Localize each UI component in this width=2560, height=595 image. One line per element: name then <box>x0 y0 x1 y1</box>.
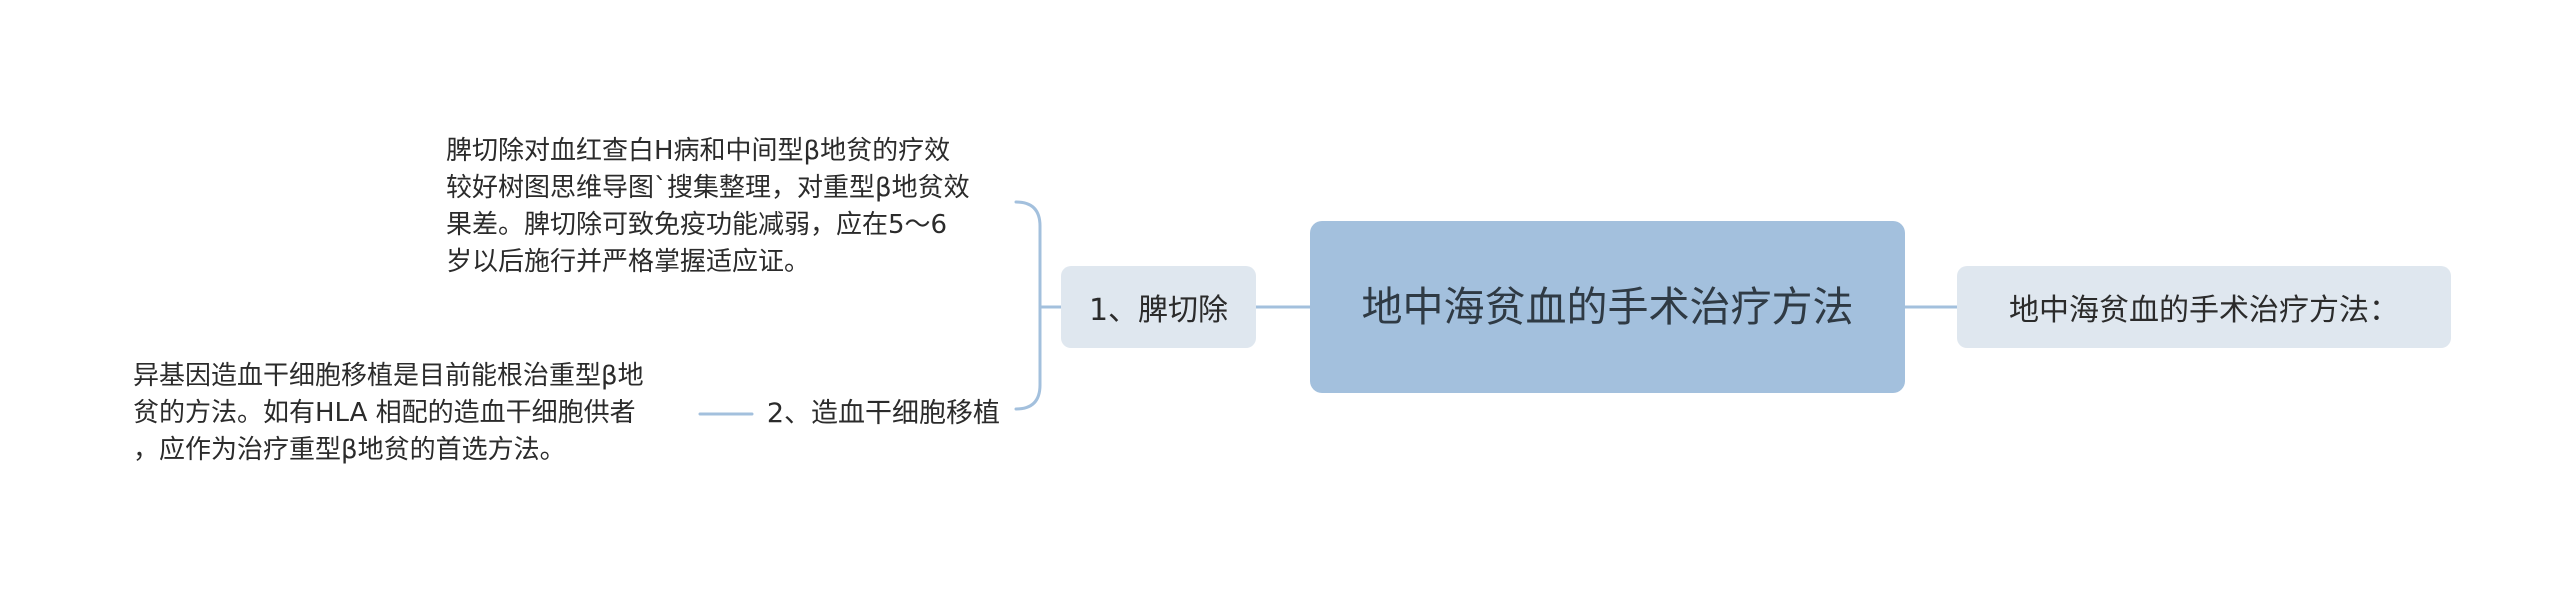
branch-stem-cell-transplant[interactable]: 2、造血干细胞移植 <box>760 393 1000 435</box>
connector-bracket <box>1014 200 1063 411</box>
branch-splenectomy[interactable]: 1、脾切除 <box>1061 266 1256 348</box>
root-topic[interactable]: 地中海贫血的手术治疗方法 <box>1310 221 1905 393</box>
leaf-splenectomy-detail[interactable]: 脾切除对血红查白H病和中间型β地贫的疗效 较好树图思维导图`搜集整理，对重型β地… <box>446 136 970 277</box>
branch-splenectomy-label: 1、脾切除 <box>1088 293 1229 328</box>
root-topic-label: 地中海贫血的手术治疗方法 <box>1361 283 1854 331</box>
right-branch-node[interactable]: 地中海贫血的手术治疗方法： <box>1957 266 2451 348</box>
leaf-stem-cell-detail[interactable]: 异基因造血干细胞移植是目前能根治重型β地 贫的方法。如有HLA 相配的造血干细胞… <box>133 361 644 465</box>
right-branch-label: 地中海贫血的手术治疗方法： <box>2009 293 2399 328</box>
branch-stem-cell-transplant-label: 2、造血干细胞移植 <box>766 398 1000 429</box>
